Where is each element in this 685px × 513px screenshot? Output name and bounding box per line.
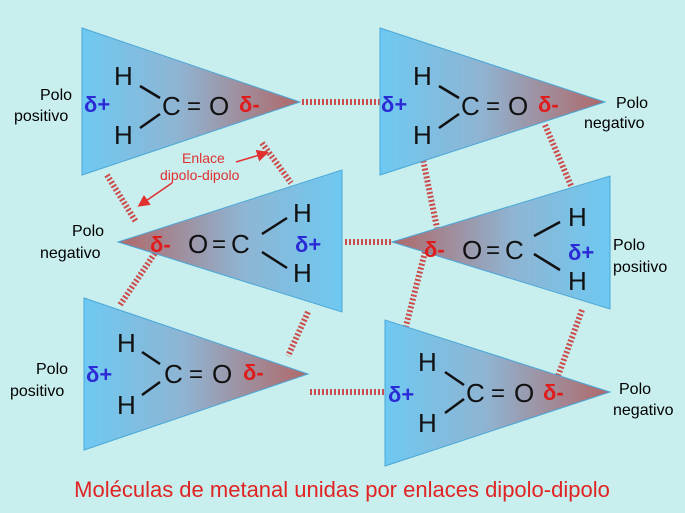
- carbon: C: [461, 91, 480, 121]
- molecule-1: H H C = O δ+ δ- Polo positivo: [14, 61, 260, 150]
- molecule-4-triangle: [390, 175, 611, 310]
- delta-minus: δ-: [424, 237, 445, 262]
- molecule-3: δ- O = C H H δ+ Polo negativo: [40, 198, 321, 288]
- oxygen: O: [508, 91, 528, 121]
- pole-label-line2: negativo: [40, 245, 101, 262]
- hydrogen-top: H: [413, 61, 432, 91]
- molecule-3-triangle: [116, 169, 343, 313]
- oxygen: O: [212, 359, 232, 389]
- molecule-5: H H C = O δ+ δ- Polo positivo: [10, 328, 264, 420]
- double-bond: =: [486, 237, 500, 264]
- dipole-link: [555, 308, 585, 378]
- double-bond: =: [486, 93, 500, 120]
- carbon: C: [505, 235, 524, 265]
- hydrogen-bottom: H: [418, 408, 437, 438]
- hydrogen-top: H: [418, 347, 437, 377]
- pole-label-line2: positivo: [10, 383, 64, 400]
- double-bond: =: [491, 380, 505, 407]
- pole-label-line2: positivo: [14, 108, 68, 125]
- oxygen: O: [188, 229, 208, 259]
- delta-minus: δ-: [538, 92, 559, 117]
- hydrogen-bottom: H: [114, 120, 133, 150]
- dipole-link: [402, 251, 428, 331]
- molecule-6-triangle: [384, 319, 612, 467]
- delta-minus: δ-: [543, 380, 564, 405]
- double-bond: =: [189, 361, 203, 388]
- carbon: C: [164, 359, 183, 389]
- hydrogen-bottom: H: [117, 390, 136, 420]
- dipole-link: [285, 310, 311, 358]
- delta-plus: δ+: [381, 92, 407, 117]
- dipole-link: [117, 248, 160, 307]
- pole-label-line2: negativo: [613, 402, 674, 419]
- annotation-line1: Enlace: [182, 150, 225, 166]
- double-bond: =: [212, 231, 226, 258]
- hydrogen-bottom: H: [293, 258, 312, 288]
- pole-label-line2: negativo: [584, 115, 645, 132]
- molecule-2-triangle: [379, 27, 607, 176]
- pole-label-line2: positivo: [613, 259, 667, 276]
- delta-minus: δ-: [239, 92, 260, 117]
- annotation-line2: dipolo-dipolo: [160, 167, 240, 183]
- delta-plus: δ+: [568, 240, 594, 265]
- dipole-link: [542, 123, 578, 197]
- pole-label-line1: Polo: [616, 95, 648, 112]
- delta-plus: δ+: [86, 362, 112, 387]
- carbon: C: [231, 229, 250, 259]
- double-bond: =: [187, 93, 201, 120]
- annotation-arrow-right: [235, 149, 269, 163]
- delta-plus: δ+: [295, 232, 321, 257]
- dipole-links: [104, 99, 585, 395]
- diagram-caption: Moléculas de metanal unidas por enlaces …: [74, 477, 610, 502]
- delta-minus: δ-: [150, 232, 171, 257]
- oxygen: O: [514, 378, 534, 408]
- pole-label-line1: Polo: [619, 381, 651, 398]
- single-bonds: [139, 84, 561, 415]
- dipole-annotation: Enlace dipolo-dipolo: [137, 149, 269, 207]
- molecule-5-triangle: [83, 297, 310, 451]
- dipole-link: [104, 173, 139, 224]
- molecule-6: H H C = O δ+ δ- Polo negativo: [388, 347, 674, 438]
- molecule-4: δ- O = C H H δ+ Polo positivo: [424, 202, 667, 296]
- molecule-2: H H C = O δ+ δ- Polo negativo: [381, 61, 648, 150]
- hydrogen-top: H: [117, 328, 136, 358]
- annotation-arrow-left: [137, 182, 173, 207]
- delta-plus: δ+: [388, 382, 414, 407]
- delta-minus: δ-: [243, 360, 264, 385]
- carbon: C: [162, 91, 181, 121]
- hydrogen-top: H: [568, 202, 587, 232]
- pole-label-line1: Polo: [40, 87, 72, 104]
- pole-label-line1: Polo: [36, 361, 68, 378]
- oxygen: O: [209, 91, 229, 121]
- molecule-1-triangle: [81, 27, 302, 176]
- molecule-triangles: [81, 27, 612, 467]
- hydrogen-bottom: H: [568, 266, 587, 296]
- hydrogen-bottom: H: [413, 120, 432, 150]
- pole-label-line1: Polo: [72, 223, 104, 240]
- carbon: C: [466, 378, 485, 408]
- pole-label-line1: Polo: [613, 237, 645, 254]
- hydrogen-top: H: [114, 61, 133, 91]
- hydrogen-top: H: [293, 198, 312, 228]
- delta-plus: δ+: [84, 92, 110, 117]
- oxygen: O: [462, 235, 482, 265]
- dipole-link: [259, 141, 294, 185]
